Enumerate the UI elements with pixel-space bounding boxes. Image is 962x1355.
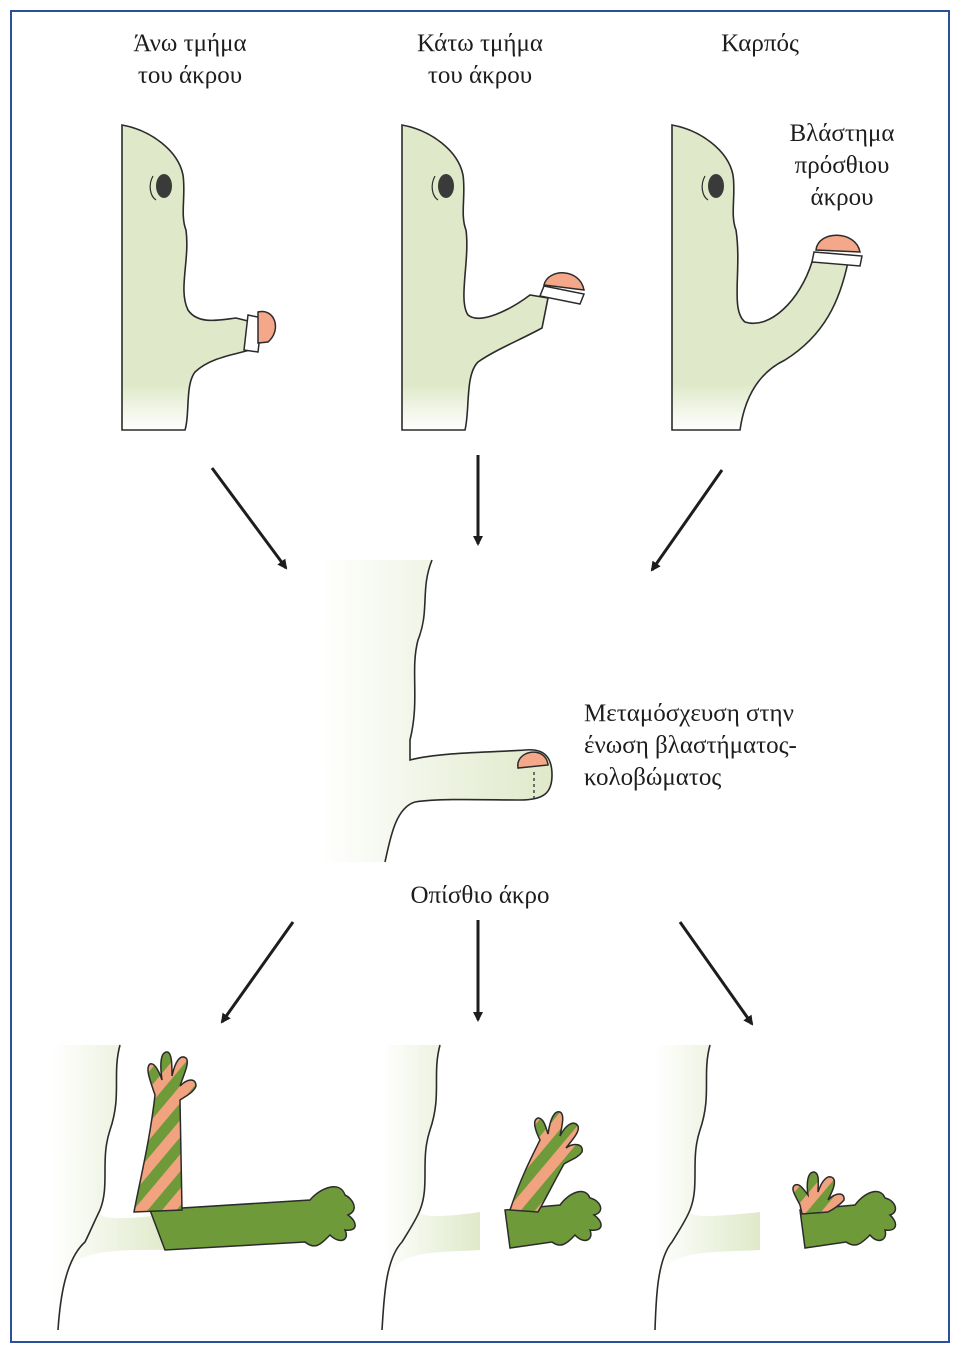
salamander-lower-arm bbox=[402, 125, 584, 430]
label-line: Άνω τμήμα bbox=[100, 28, 280, 60]
label-line: Βλάστημα bbox=[762, 118, 922, 150]
salamander-upper-arm bbox=[122, 125, 275, 430]
eye-icon bbox=[708, 174, 724, 198]
arrow-down-right bbox=[680, 922, 752, 1024]
arrow-down-left bbox=[652, 470, 722, 570]
blastema bbox=[816, 235, 860, 252]
result-lower-arm bbox=[382, 1045, 601, 1330]
label-line: πρόσθιου bbox=[762, 150, 922, 182]
label-line: Κάτω τμήμα bbox=[390, 28, 570, 60]
graft-hindlimb bbox=[320, 560, 552, 862]
column-label-wrist: Καρπός bbox=[680, 28, 840, 60]
label-line: ένωση βλαστήματος- bbox=[584, 730, 884, 762]
graft-label: Μεταμόσχευση στην ένωση βλαστήματος- κολ… bbox=[584, 698, 884, 794]
regenerated-forelimb bbox=[134, 1052, 196, 1212]
result-upper-arm bbox=[52, 1045, 355, 1330]
column-label-lower-arm: Κάτω τμήμα του άκρου bbox=[390, 28, 570, 92]
hindlimb-label: Οπίσθιο άκρο bbox=[370, 880, 590, 912]
label-line: του άκρου bbox=[100, 60, 280, 92]
eye-icon bbox=[156, 174, 172, 198]
label-line: άκρου bbox=[762, 182, 922, 214]
column-label-upper-arm: Άνω τμήμα του άκρου bbox=[100, 28, 280, 92]
regenerated-forelimb bbox=[793, 1172, 844, 1214]
blastema-label: Βλάστημα πρόσθιου άκρου bbox=[762, 118, 922, 214]
label-line: κολοβώματος bbox=[584, 762, 884, 794]
label-line: Καρπός bbox=[680, 28, 840, 60]
label-line: του άκρου bbox=[390, 60, 570, 92]
arrow-down-right bbox=[212, 468, 286, 568]
blastema bbox=[258, 312, 275, 343]
arrow-down-left bbox=[222, 922, 293, 1022]
result-wrist bbox=[655, 1045, 895, 1330]
label-line: Μεταμόσχευση στην bbox=[584, 698, 884, 730]
label-line: Οπίσθιο άκρο bbox=[370, 880, 590, 912]
eye-icon bbox=[438, 174, 454, 198]
